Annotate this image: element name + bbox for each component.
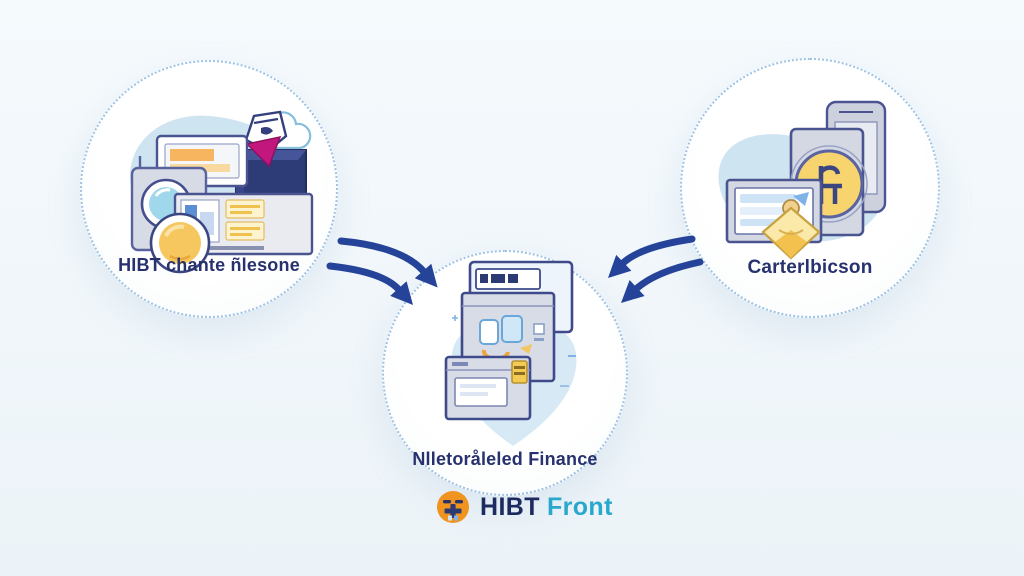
- node-label-center: Nlletoråleled Finance: [412, 449, 598, 469]
- arrow-right-bottom: [630, 258, 704, 295]
- node-label-left: HIBT chante ñlesone: [118, 255, 300, 275]
- logo-icon: [437, 491, 469, 523]
- shield-badge-icon: [761, 199, 821, 260]
- arrow-left-top: [337, 237, 429, 277]
- center-illustration: [444, 260, 577, 446]
- left-illustration: [129, 110, 314, 274]
- window-front-icon: [444, 355, 532, 421]
- courier-figure-icon: [244, 110, 288, 168]
- logo-text-secondary: Front: [546, 492, 613, 521]
- scarf-flag-icon: [245, 135, 282, 168]
- coin-icon: [149, 212, 211, 274]
- mini-badge-icon: [511, 360, 528, 384]
- sparkle-icon: [452, 315, 458, 321]
- arrow-left-bottom: [326, 262, 404, 295]
- right-illustration: [718, 100, 887, 260]
- arrowhead-icon: [608, 254, 632, 278]
- arrowhead-icon: [621, 280, 645, 303]
- arrow-right-top: [617, 235, 696, 269]
- node-label-right: Carterlbicson: [747, 257, 873, 278]
- logo-text-primary: HIBT: [480, 492, 540, 521]
